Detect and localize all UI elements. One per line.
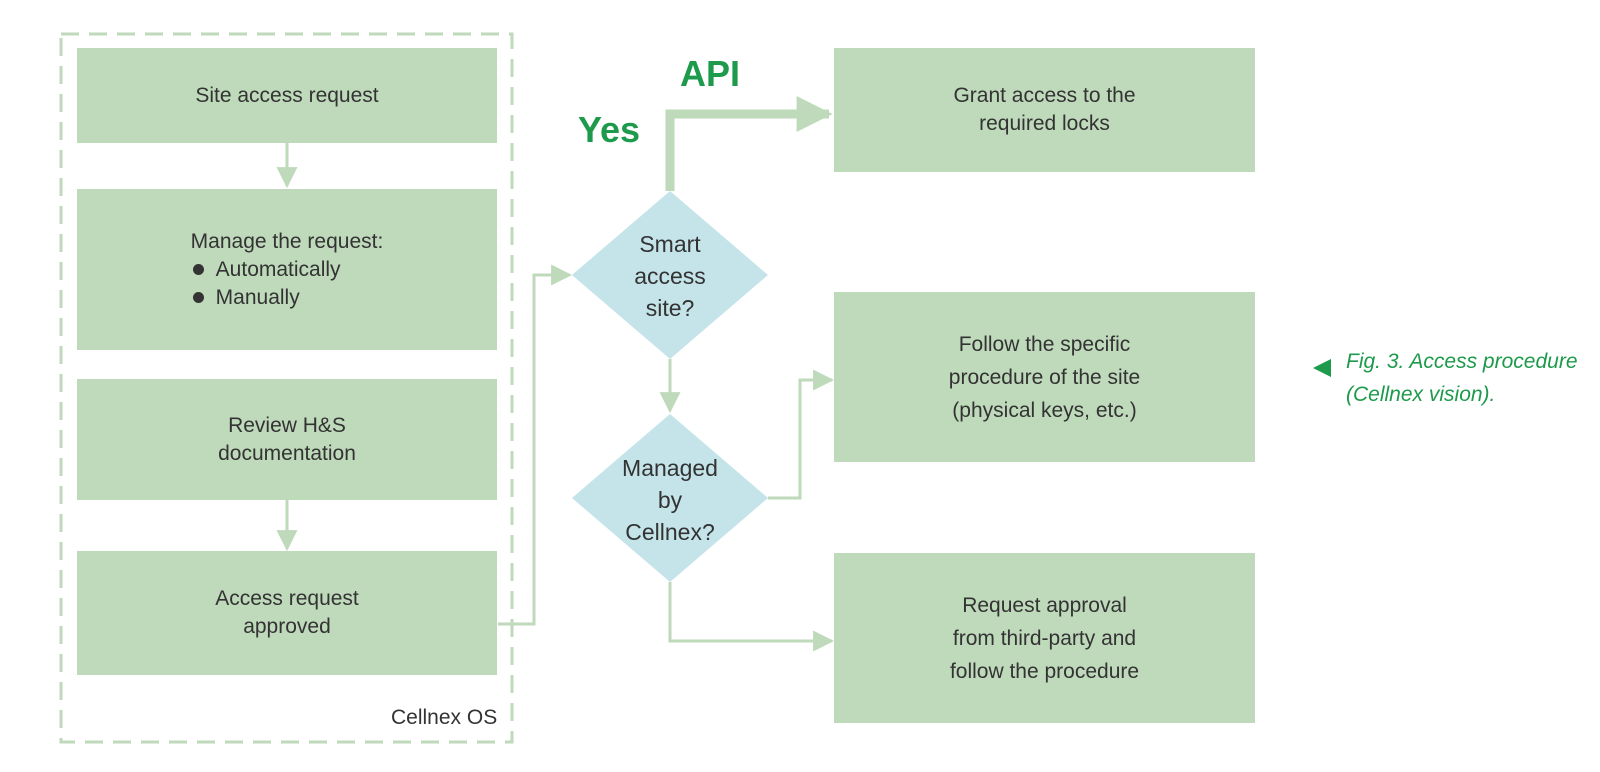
box-title: Manage the request:: [190, 229, 384, 253]
box-text: documentation: [218, 441, 356, 465]
box-request-approval: Request approval from third-party and fo…: [834, 553, 1255, 723]
cellnex-os-container: [59, 32, 514, 744]
decision-label-managed-by: Managed by Cellnex?: [595, 452, 745, 548]
box-text: from third-party and: [952, 626, 1137, 650]
decision-text: by: [657, 487, 683, 513]
box-manage-request: Manage the request: Automatically Manual…: [77, 189, 497, 350]
box-site-access-request: Site access request: [77, 48, 497, 143]
box-text: (physical keys, etc.): [952, 398, 1137, 422]
box-grant-access: Grant access to the required locks: [834, 48, 1255, 172]
box-text: Review H&S: [228, 413, 346, 437]
box-text: follow the procedure: [949, 659, 1140, 683]
box-text: procedure of the site: [948, 365, 1141, 389]
connector-managed-to-request: [668, 582, 835, 652]
box-access-approved: Access request approved: [77, 551, 497, 675]
bullet-text: Automatically: [215, 257, 341, 281]
box-text: Request approval: [962, 593, 1127, 617]
decision-text: Managed: [622, 455, 718, 481]
decision-smart-access: [572, 191, 768, 359]
box-text: Site access request: [195, 83, 379, 107]
decision-managed-by-cellnex: [572, 414, 768, 582]
edge-label-api: API: [680, 53, 741, 94]
figure-caption: Fig. 3. Access procedure (Cellnex vision…: [1346, 345, 1578, 411]
edge-label-yes: Yes: [578, 109, 641, 150]
decision-text: Cellnex?: [625, 519, 715, 545]
box-review-hs: Review H&S documentation: [77, 379, 497, 500]
decision-label-smart-access: Smart access site?: [600, 228, 740, 324]
connector-approved-to-decision: [498, 264, 573, 626]
box-text: required locks: [979, 112, 1110, 135]
box-text: Grant access to the: [953, 84, 1136, 107]
caption-line: Fig. 3. Access procedure: [1346, 350, 1578, 373]
connector-managed-to-follow: [768, 369, 835, 500]
left-triangle-icon: [1313, 359, 1331, 377]
decision-text: site?: [645, 295, 695, 321]
box-text: approved: [243, 615, 331, 638]
box-follow-procedure: Follow the specific procedure of the sit…: [834, 292, 1255, 462]
bullet-text: Manually: [215, 285, 300, 309]
box-text: Follow the specific: [958, 332, 1131, 356]
container-label: Cellnex OS: [391, 706, 498, 729]
caption-line: (Cellnex vision).: [1346, 383, 1496, 406]
bullet-icon: [192, 292, 204, 303]
box-text: Access request: [215, 587, 359, 610]
decision-text: access: [634, 263, 706, 289]
connector-yes-api: [665, 96, 833, 191]
bullet-item: Manually: [191, 284, 300, 312]
manage-request-content: Manage the request: Automatically Manual…: [191, 228, 384, 312]
bullet-icon: [192, 264, 204, 275]
bullet-item: Automatically: [191, 256, 341, 284]
decision-text: Smart: [639, 231, 701, 257]
